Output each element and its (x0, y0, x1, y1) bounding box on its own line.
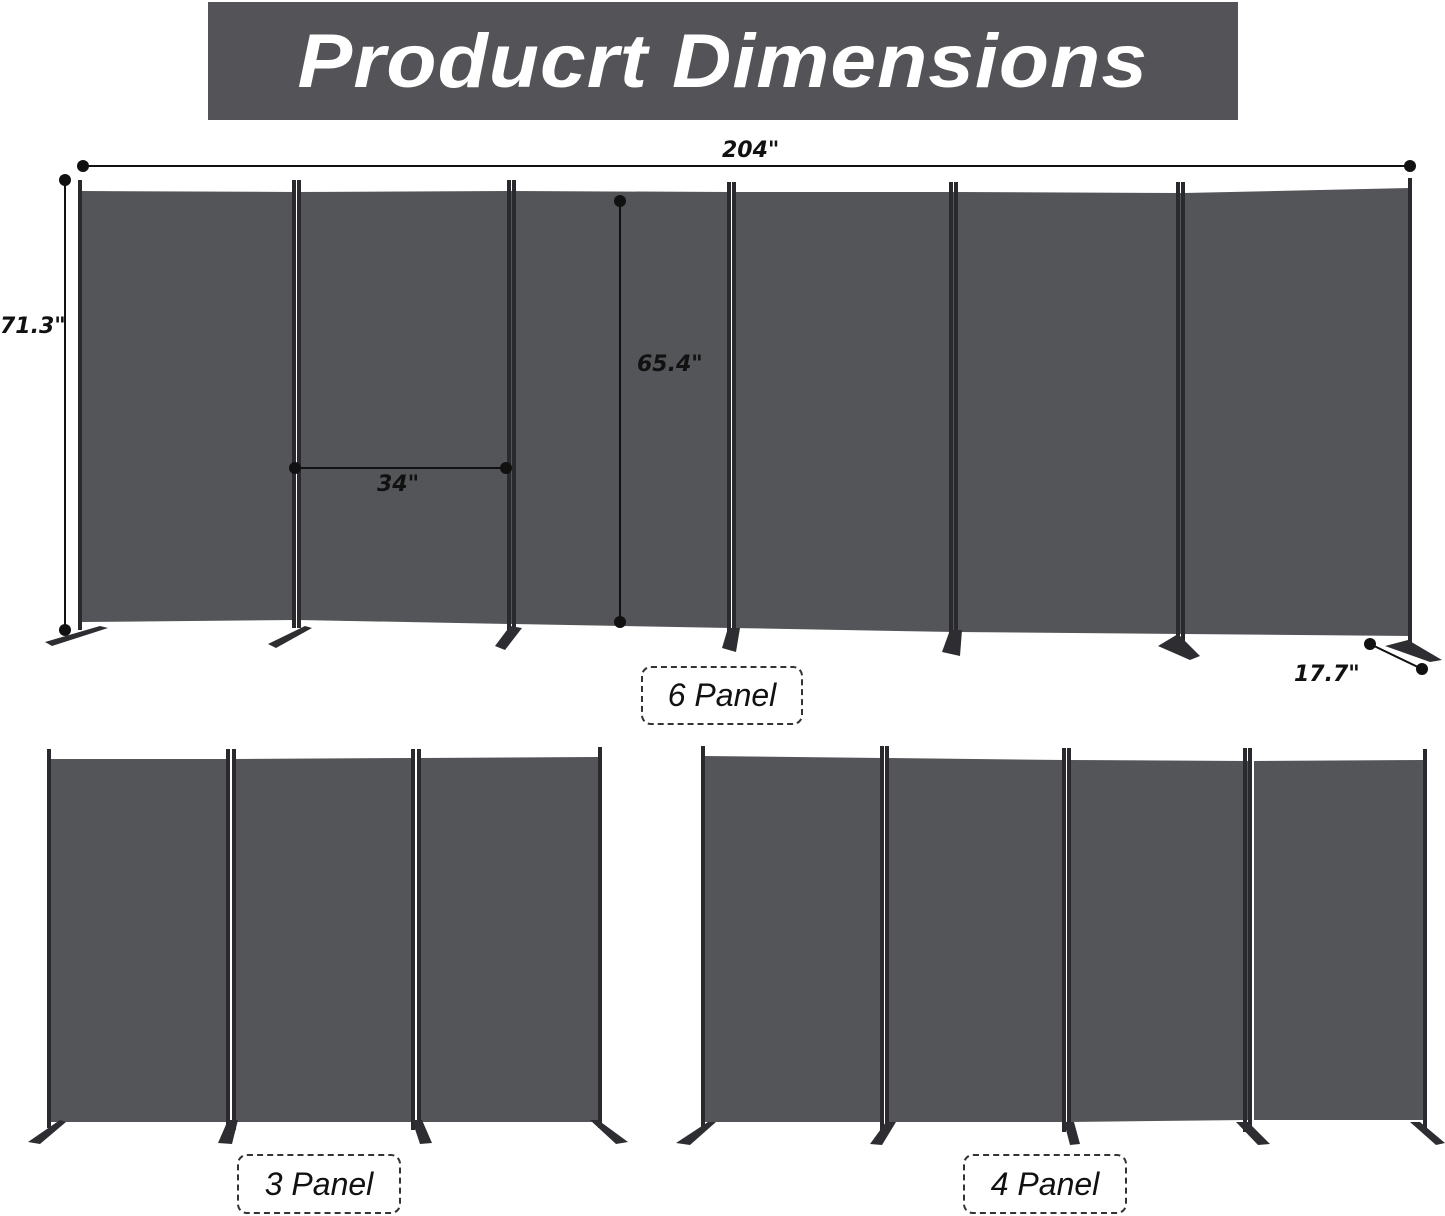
fabric-panel (732, 192, 955, 632)
frame-poles (78, 178, 1412, 650)
fabric-panel (298, 191, 512, 624)
total-width-label: 204" (722, 138, 780, 163)
three-panel-label: 3 Panel (264, 1165, 374, 1202)
fabric-panel (1254, 760, 1424, 1120)
fabric-panel (236, 758, 412, 1122)
header-banner: Producrt Dimensions (208, 2, 1238, 120)
frame-feet (45, 626, 1442, 662)
frame-feet (28, 1120, 628, 1144)
four-panel-label: 4 Panel (990, 1165, 1100, 1202)
frame-feet (676, 1122, 1445, 1145)
fabric-panel (50, 759, 228, 1122)
fabric-panel (704, 756, 882, 1122)
fabric-panel (957, 192, 1182, 634)
six-panel-divider (45, 160, 1442, 675)
frame-poles (701, 746, 1427, 1132)
foot-depth-label: 17.7" (1294, 662, 1360, 687)
fabric-panel (1070, 760, 1248, 1122)
four-panel-divider (676, 746, 1445, 1145)
dimension-endpoints (59, 160, 1428, 675)
fabric-panel (1184, 188, 1410, 636)
fabric-panel (888, 758, 1064, 1122)
total-height-label: 71.3" (0, 314, 66, 339)
page-title: Producrt Dimensions (297, 18, 1149, 104)
three-panel-badge: 3 Panel (237, 1154, 401, 1214)
fabric-height-label: 65.4" (637, 352, 703, 377)
fabric-panel (420, 757, 598, 1122)
dimension-lines (64, 165, 1423, 670)
panel-width-label: 34" (377, 472, 420, 497)
frame-poles (47, 747, 602, 1130)
four-panel-badge: 4 Panel (963, 1154, 1127, 1214)
three-panel-divider (28, 747, 628, 1144)
fabric-panel (514, 191, 730, 628)
six-panel-label: 6 Panel (667, 677, 777, 713)
fabric-panel (82, 191, 296, 622)
six-panel-badge: 6 Panel (641, 666, 803, 725)
